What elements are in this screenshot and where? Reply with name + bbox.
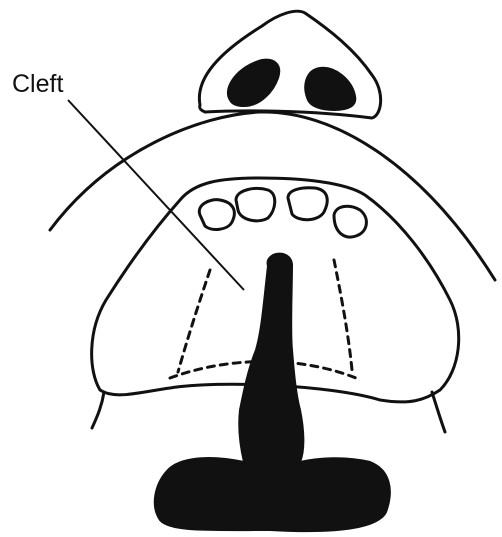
cleft-label: Cleft (12, 70, 63, 98)
tooth-4 (334, 206, 366, 237)
tooth-3 (288, 188, 327, 220)
tooth-1 (199, 200, 234, 230)
tooth-2 (236, 188, 275, 220)
right-jaw-line (432, 392, 445, 432)
left-jaw-line (92, 392, 104, 428)
